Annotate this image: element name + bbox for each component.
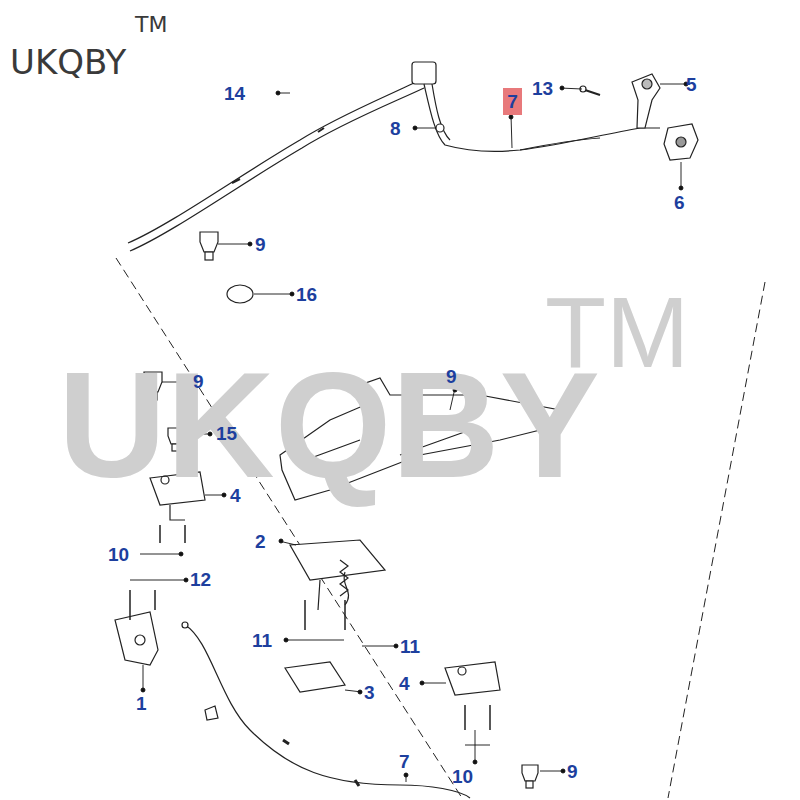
watermark-text: UKQBY bbox=[58, 350, 600, 500]
callout-number: 4 bbox=[399, 674, 410, 693]
callout-number: 12 bbox=[190, 570, 211, 589]
callout-number: 14 bbox=[224, 84, 245, 103]
callout-number: 9 bbox=[446, 367, 457, 386]
callout-number: 16 bbox=[296, 285, 317, 304]
callout-number: 2 bbox=[255, 532, 266, 551]
logo-trademark: TM bbox=[135, 14, 167, 36]
callout-number: 8 bbox=[390, 119, 401, 138]
highlight-box: 7 bbox=[503, 88, 522, 115]
logo-text: UKQBY bbox=[10, 45, 126, 79]
callout-number: 1 bbox=[136, 694, 147, 713]
callout-number: 11 bbox=[252, 631, 272, 650]
callout-number: 7 bbox=[399, 752, 410, 771]
callout-number: 9 bbox=[193, 372, 204, 391]
callout-number: 3 bbox=[364, 683, 375, 702]
callout-number: 9 bbox=[567, 762, 578, 781]
callout-number: 10 bbox=[452, 767, 473, 786]
callout-number: 5 bbox=[686, 75, 697, 94]
callout-number: 10 bbox=[108, 545, 129, 564]
watermark-trademark: TM bbox=[545, 282, 689, 382]
callout-number: 7 bbox=[507, 92, 518, 111]
callout-number: 11 bbox=[400, 637, 420, 656]
callout-number: 13 bbox=[532, 79, 553, 98]
callout-number: 4 bbox=[230, 486, 241, 505]
callout-number: 15 bbox=[216, 424, 237, 443]
callout-number: 6 bbox=[674, 193, 685, 212]
callout-number: 9 bbox=[255, 235, 266, 254]
